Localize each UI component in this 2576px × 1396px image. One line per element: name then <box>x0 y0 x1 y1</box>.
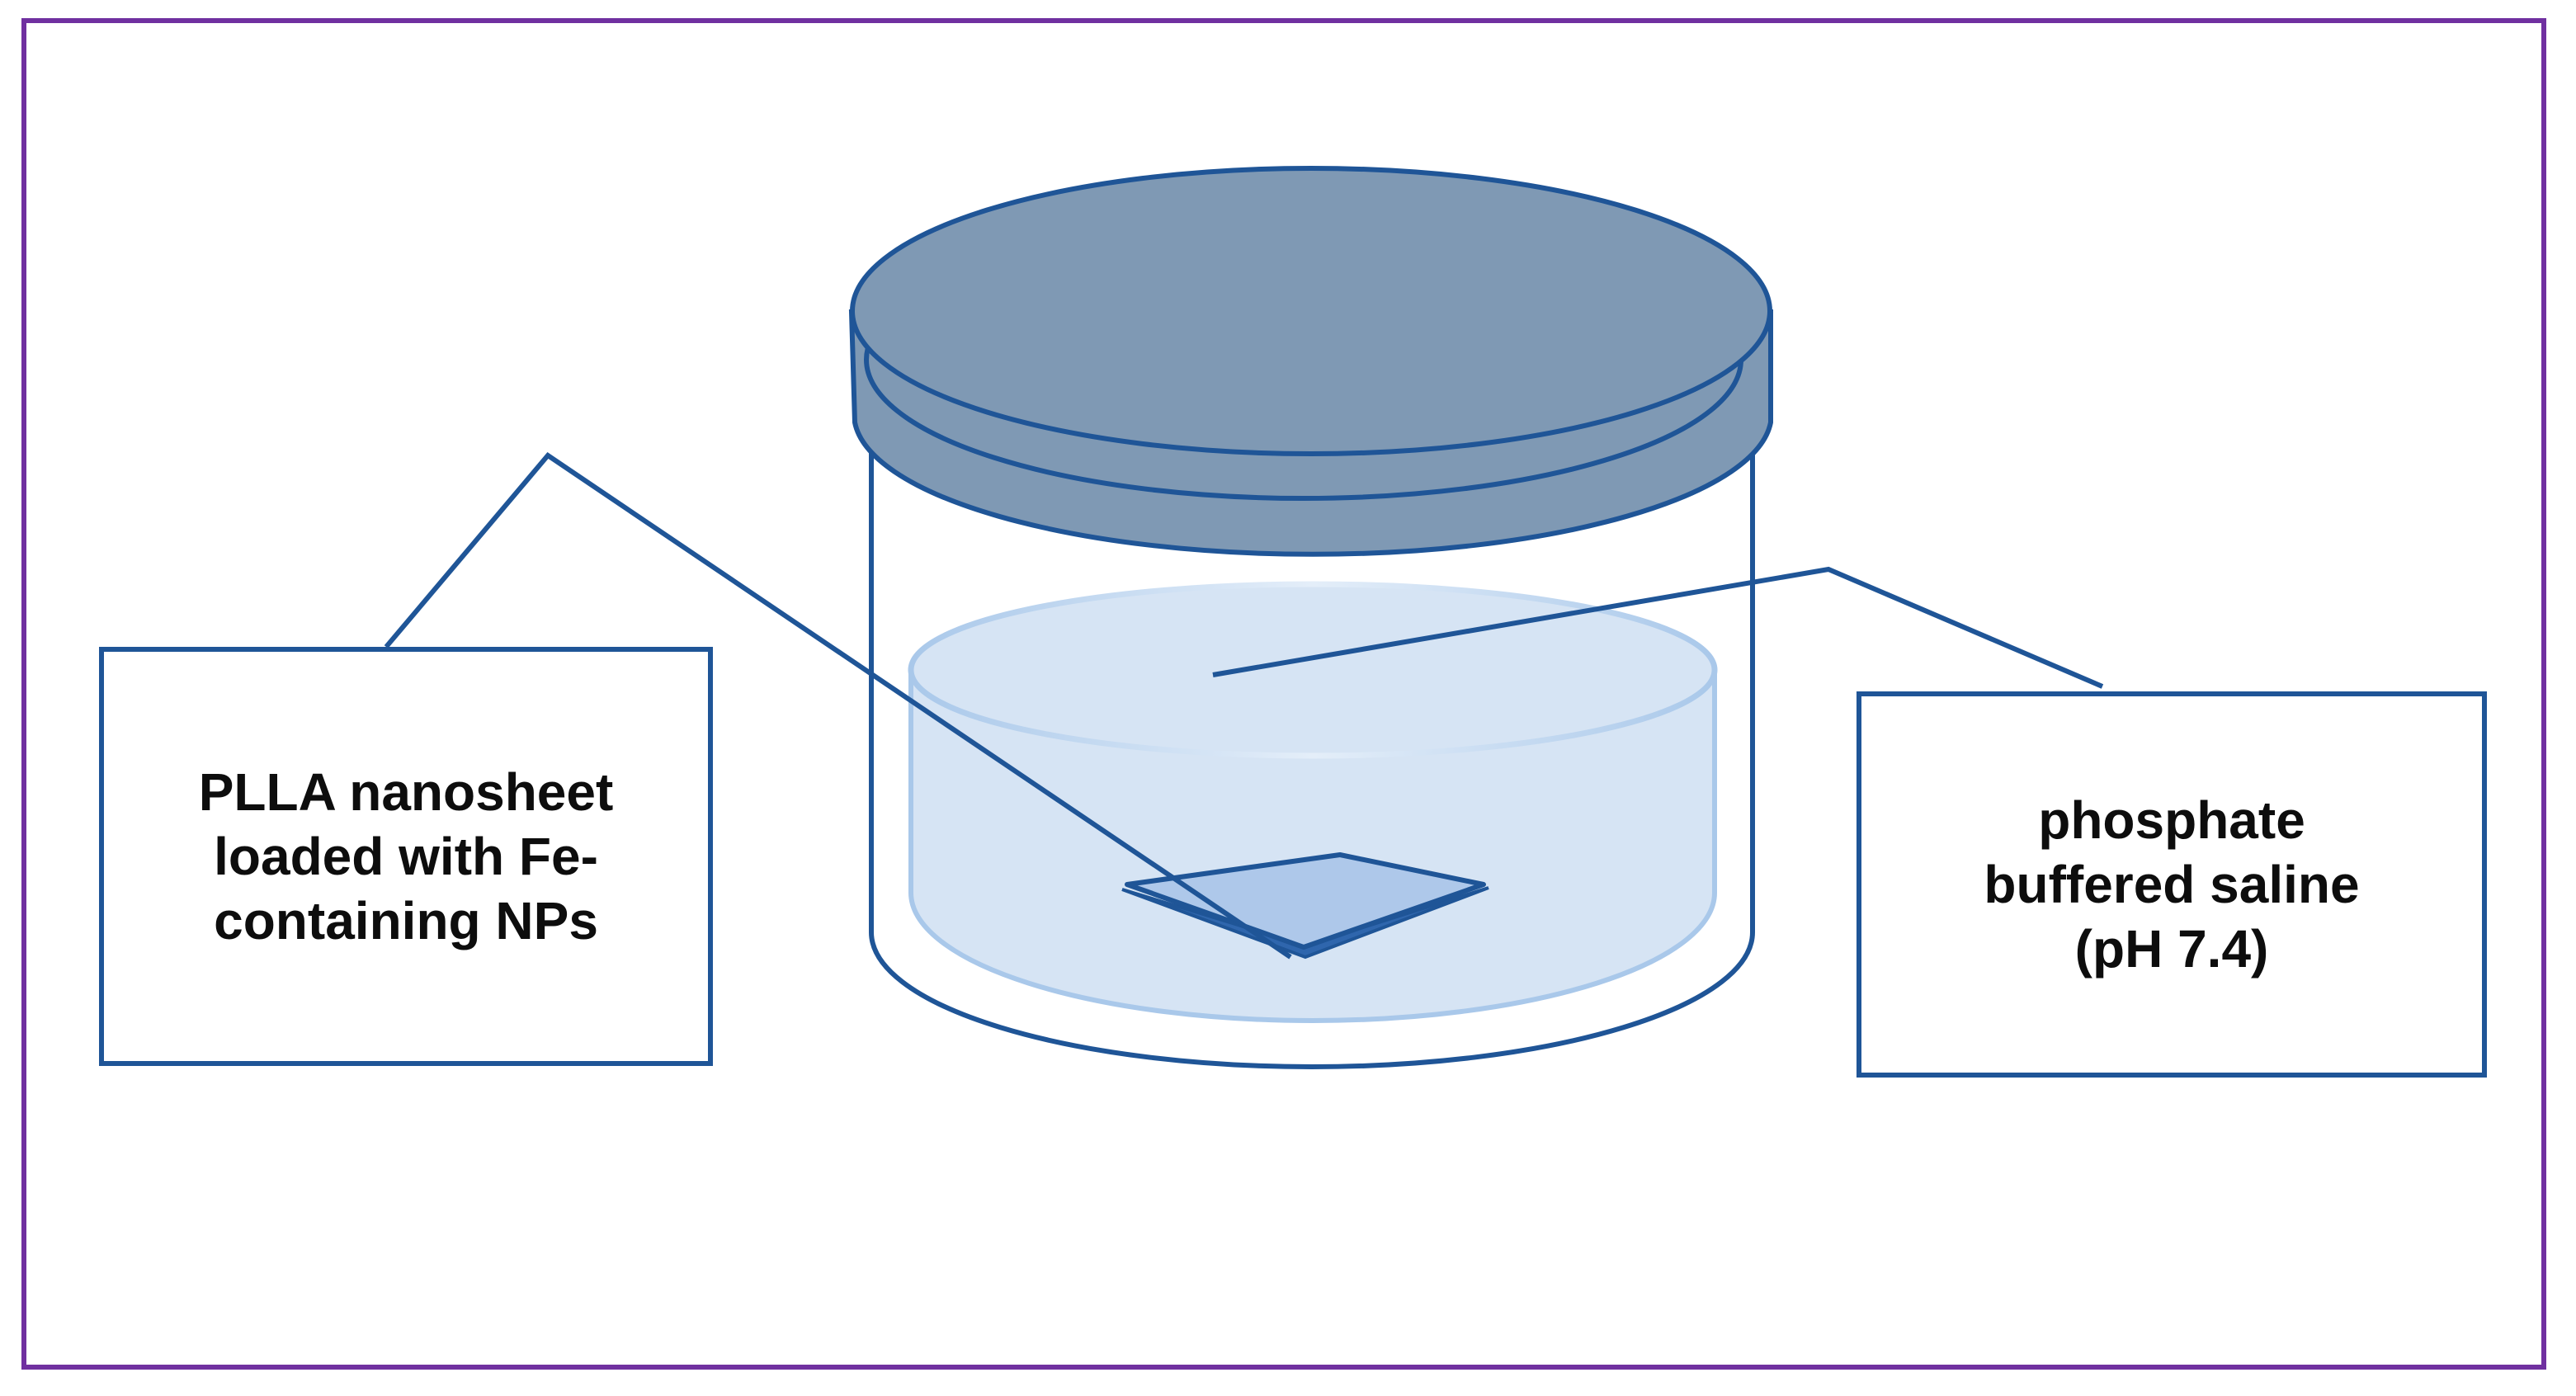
leader-line-liquid <box>1212 566 2104 689</box>
liquid-body <box>908 668 1717 1023</box>
nanosheet-label-line-1: PLLA nanosheet <box>198 762 614 822</box>
diagram-frame <box>21 18 2546 1370</box>
saline-label-line-1: phosphate <box>2038 790 2305 850</box>
nanosheet-label-line-3: containing NPs <box>214 891 598 950</box>
saline-label-line-3: (pH 7.4) <box>2074 919 2269 979</box>
nanosheet-label-line-2: loaded with Fe- <box>214 827 598 886</box>
liquid-surface <box>908 581 1718 759</box>
saline-label-box: phosphate buffered saline (pH 7.4) <box>1857 691 2487 1078</box>
leader-line-nanosheet <box>384 452 1292 960</box>
nanosheet-label-box: PLLA nanosheet loaded with Fe- containin… <box>99 647 713 1066</box>
saline-label-line-2: buffered saline <box>1984 855 2360 914</box>
lid-top <box>850 166 1772 456</box>
